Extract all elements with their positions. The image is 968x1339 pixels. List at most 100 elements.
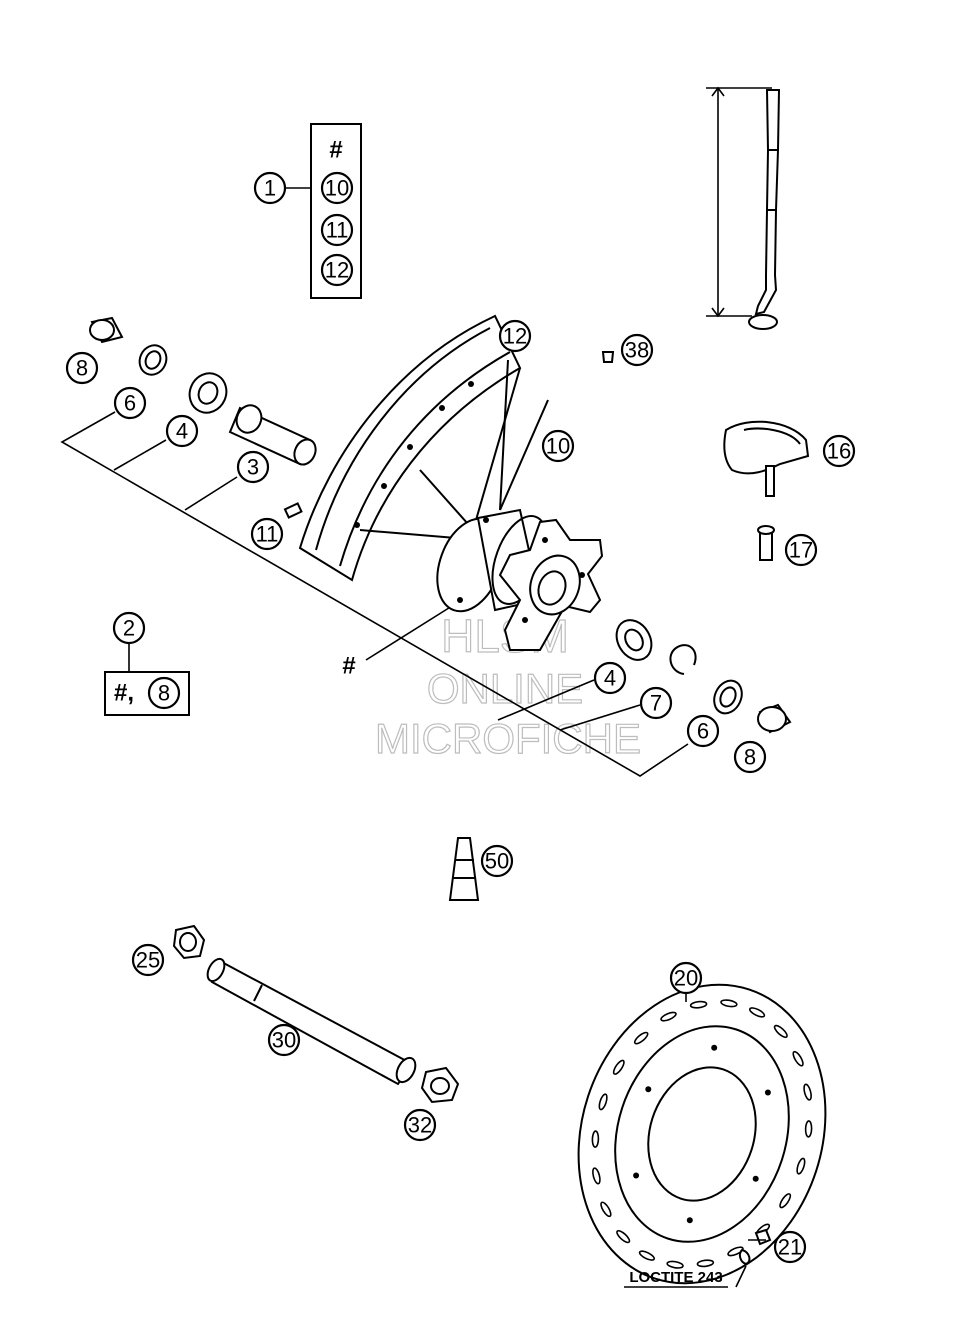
circlip-7: [669, 644, 697, 675]
svg-text:4: 4: [176, 419, 188, 444]
watermark-line2: ONLINE: [427, 665, 583, 712]
axle-30: [206, 957, 417, 1086]
seal-ring-6-left: [138, 344, 168, 376]
callout-box1-11: 11: [320, 213, 354, 247]
svg-text:16: 16: [827, 439, 851, 464]
callout-12: 12: [498, 319, 532, 353]
svg-text:17: 17: [789, 538, 813, 563]
disc-slot: [612, 1059, 625, 1075]
disc-bolt-hole: [686, 1217, 693, 1224]
disc-bolt-hole: [752, 1175, 759, 1182]
disc-slot: [696, 1259, 715, 1268]
callout-box2-8: 8: [147, 676, 181, 710]
bearing-4-left: [188, 372, 228, 414]
svg-text:38: 38: [625, 338, 649, 363]
callout-box1-10: 10: [320, 171, 354, 205]
screw-17: [757, 525, 775, 561]
cover-16: [723, 420, 810, 497]
disc-slot: [616, 1229, 631, 1244]
box1-hash-symbol: #: [329, 137, 342, 164]
disc-slot: [638, 1250, 655, 1261]
callout-box1-12: 12: [320, 253, 354, 287]
box2-hash-symbol: #,: [114, 680, 134, 707]
callout-7: 7: [639, 686, 673, 720]
callout-25: 25: [131, 943, 165, 977]
loctite-note: LOCTITE 243: [624, 1265, 747, 1288]
svg-text:21: 21: [778, 1235, 802, 1260]
disc-slot: [796, 1157, 806, 1175]
svg-text:7: 7: [650, 691, 662, 716]
spacer-8-left: [89, 316, 124, 344]
svg-text:11: 11: [326, 218, 349, 243]
nipple-11: [283, 502, 303, 519]
callout-17: 17: [784, 533, 818, 567]
svg-text:8: 8: [76, 356, 88, 381]
disc-slot: [773, 1024, 788, 1039]
hub-hash-symbol: #: [342, 653, 355, 680]
callout-4-left: 4: [165, 414, 199, 448]
svg-text:50: 50: [485, 849, 509, 874]
bearing-4-right: [615, 619, 653, 661]
svg-text:32: 32: [408, 1113, 432, 1138]
callout-11: 11: [250, 517, 284, 551]
callout-8-right: 8: [733, 740, 767, 774]
leader-left-6: [60, 411, 689, 777]
plug-38: [601, 351, 615, 363]
callout-21: 21: [773, 1230, 807, 1264]
svg-text:20: 20: [674, 966, 698, 991]
disc-slot: [727, 1246, 744, 1257]
disc-slot: [600, 1201, 612, 1218]
set-box-2: #,: [104, 644, 190, 716]
svg-text:1: 1: [264, 176, 276, 201]
callout-6-left: 6: [113, 386, 147, 420]
svg-text:2: 2: [123, 616, 135, 641]
disc-slot: [689, 1000, 708, 1009]
disc-slot: [633, 1031, 649, 1045]
disc-slot: [591, 1130, 600, 1148]
callout-32: 32: [403, 1108, 437, 1142]
callout-3: 3: [236, 450, 270, 484]
callout-6-right: 6: [686, 714, 720, 748]
svg-text:12: 12: [325, 258, 349, 283]
brake-disc-20: [577, 983, 827, 1285]
disc-slot: [720, 999, 738, 1008]
disc-bolt-hole: [633, 1172, 640, 1179]
disc-slot: [666, 1260, 684, 1269]
callout-8-left: 8: [65, 351, 99, 385]
spacer-8-right: [757, 703, 792, 734]
screw-21: [738, 1228, 772, 1266]
disc-carrier: [498, 518, 604, 651]
spoke-part: [706, 86, 781, 330]
svg-text:3: 3: [247, 455, 259, 480]
callout-38: 38: [620, 333, 654, 367]
svg-text:8: 8: [158, 681, 170, 706]
valve-cap-50: [448, 837, 480, 901]
spacer-tube-3: [228, 404, 317, 466]
disc-slots: [591, 999, 813, 1269]
callout-16: 16: [822, 434, 856, 468]
disc-bolt-hole: [711, 1044, 718, 1051]
callout-30: 30: [267, 1023, 301, 1057]
disc-slot: [598, 1093, 608, 1111]
disc-slot: [660, 1011, 677, 1022]
disc-slot: [749, 1007, 766, 1018]
svg-text:30: 30: [272, 1028, 296, 1053]
svg-text:12: 12: [503, 324, 527, 349]
disc-slot: [803, 1083, 812, 1101]
wheel-rim: [298, 314, 522, 582]
svg-text:10: 10: [325, 176, 349, 201]
nut-25: [172, 924, 206, 960]
disc-slot: [779, 1193, 792, 1209]
watermark-line3: MICROFICHE: [375, 715, 641, 762]
callout-1: 1: [253, 171, 287, 205]
disc-slot: [592, 1167, 601, 1185]
svg-text:8: 8: [744, 745, 756, 770]
callout-4-right: 4: [593, 661, 627, 695]
svg-text:6: 6: [124, 391, 136, 416]
disc-bolt-hole: [764, 1089, 771, 1096]
callout-10: 10: [541, 429, 575, 463]
callout-50: 50: [480, 844, 514, 878]
svg-text:6: 6: [697, 719, 709, 744]
callout-2: 2: [112, 611, 146, 645]
